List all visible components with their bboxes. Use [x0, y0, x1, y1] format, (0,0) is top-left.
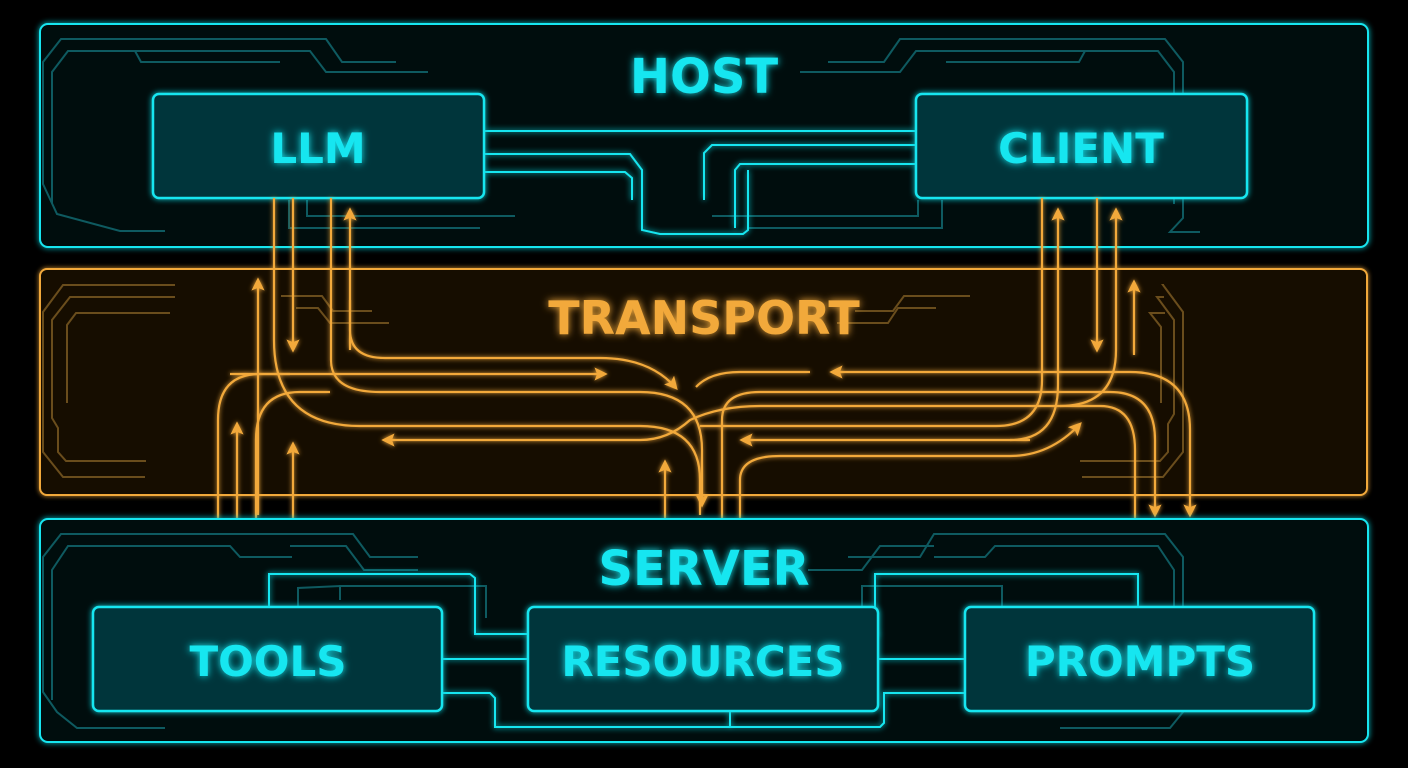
flow-line [216, 372, 290, 520]
host-panel: HOST LLM CLIENT [39, 23, 1369, 248]
server-panel: SERVER TOOLS RESOURCES PROMPTS [39, 518, 1369, 743]
transport-panel: TRANSPORT [39, 198, 1368, 520]
flow-line [1030, 370, 1197, 518]
tools-label: TOOLS [189, 637, 346, 686]
prompts-box[interactable]: PROMPTS [963, 605, 1316, 713]
transport-flow-lines [216, 198, 1197, 520]
host-title: HOST [630, 49, 779, 105]
client-label: CLIENT [998, 124, 1164, 173]
client-box[interactable]: CLIENT [914, 92, 1249, 200]
resources-box[interactable]: RESOURCES [526, 605, 880, 713]
flow-line [1040, 404, 1137, 520]
resources-label: RESOURCES [561, 637, 844, 686]
flow-line [272, 258, 702, 515]
transport-circuit-traces [42, 284, 1184, 478]
transport-title: TRANSPORT [548, 291, 860, 345]
flow-line [254, 390, 330, 520]
flow-line [695, 370, 810, 388]
resources-box-frame[interactable] [526, 605, 880, 713]
flow-line [1090, 390, 1162, 518]
prompts-label: PROMPTS [1025, 637, 1255, 686]
flow-line [639, 404, 1040, 442]
llm-box-frame[interactable] [151, 92, 486, 200]
server-title: SERVER [598, 541, 809, 597]
flow-line [329, 250, 709, 508]
llm-box[interactable]: LLM [151, 92, 486, 200]
server-circuit-traces [42, 533, 1184, 729]
flow-line [700, 198, 1044, 428]
flow-line [348, 300, 678, 390]
tools-box[interactable]: TOOLS [91, 605, 444, 713]
flow-line [1009, 350, 1060, 442]
tools-box-frame[interactable] [91, 605, 444, 713]
flow-line [720, 390, 1090, 520]
llm-label: LLM [270, 124, 365, 173]
flow-line [738, 422, 1082, 520]
prompts-box-frame[interactable] [963, 605, 1316, 713]
host-link-traces [485, 130, 915, 235]
client-box-frame[interactable] [914, 92, 1249, 200]
